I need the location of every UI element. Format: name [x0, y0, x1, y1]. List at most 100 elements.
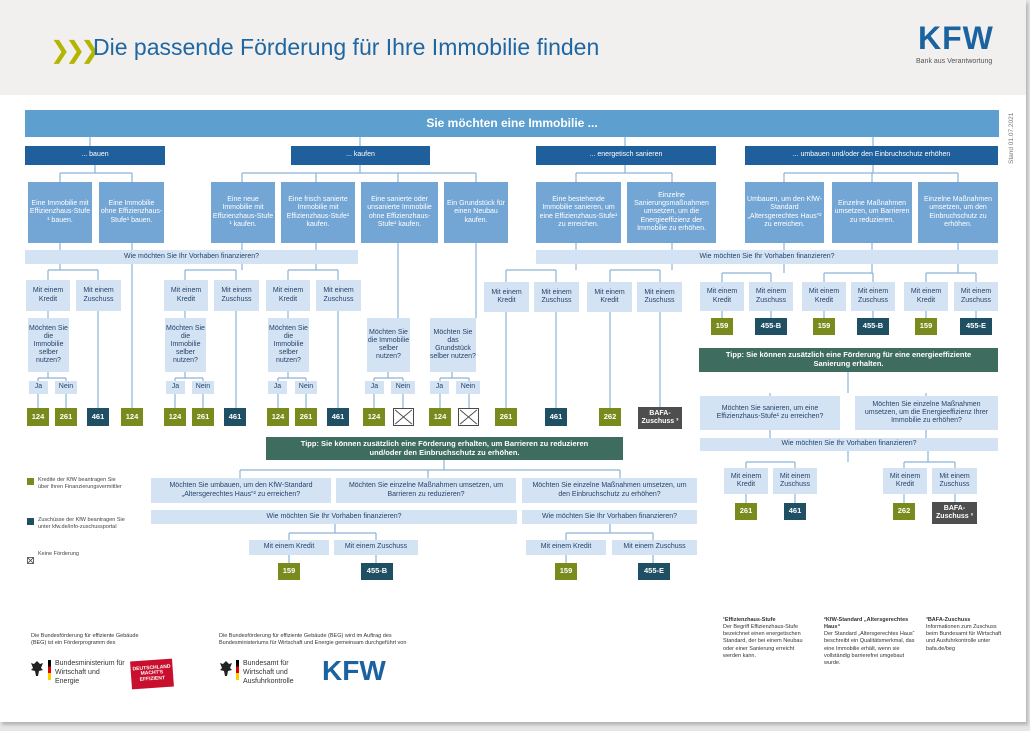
question-barrieren[interactable]: Möchten Sie einzelne Maßnahmen umsetzen,…	[336, 478, 516, 503]
option-umbauen-einbruch[interactable]: Einzelne Maßnahmen umsetzen, um den Einb…	[918, 182, 998, 243]
dme-badge: DEUTSCHLAND MACHT'S EFFIZIENT	[130, 658, 174, 690]
kredit-choice[interactable]: Mit einem Kredit	[904, 282, 948, 311]
code-kredit: 261	[295, 408, 317, 426]
legend-keine: Keine Förderung	[38, 551, 79, 557]
code-zuschuss: 455-B	[755, 318, 787, 335]
zuschuss-choice[interactable]: Mit einem Zuschuss	[612, 540, 697, 555]
option-sanieren-eh[interactable]: Eine bestehende Immobilie sanieren, um e…	[536, 182, 621, 243]
zuschuss-choice[interactable]: Mit einem Zuschuss	[76, 280, 121, 311]
option-bauen-ohne-eh[interactable]: Eine Immobilie ohne Effizienzhaus-Stufe¹…	[99, 182, 164, 243]
nein-choice[interactable]: Nein	[55, 381, 77, 394]
kredit-choice[interactable]: Mit einem Kredit	[700, 282, 744, 311]
footnote-3-title: ³BAFA-Zuschuss	[926, 617, 971, 623]
ja-choice[interactable]: Ja	[430, 381, 449, 394]
zuschuss-choice[interactable]: Mit einem Zuschuss	[851, 282, 895, 311]
category-umbauen[interactable]: ... umbauen und/oder den Einbruchschutz …	[745, 146, 998, 165]
option-kaufen-ohne-eh[interactable]: Eine sanierte oder unsanierte Immobilie …	[361, 182, 438, 243]
zuschuss-choice[interactable]: Mit einem Zuschuss	[334, 540, 418, 555]
code-kredit: 159	[278, 563, 300, 580]
zuschuss-choice[interactable]: Mit einem Zuschuss	[749, 282, 793, 311]
kredit-choice[interactable]: Mit einem Kredit	[484, 282, 529, 312]
category-sanieren[interactable]: ... energetisch sanieren	[536, 146, 716, 165]
code-kredit: 159	[711, 318, 733, 335]
code-bafa: BAFA-Zuschuss ³	[932, 502, 977, 524]
tip-barrier: Tipp: Sie können zusätzlich eine Förderu…	[266, 437, 623, 460]
nein-choice[interactable]: Nein	[391, 381, 415, 394]
finance-question-lower-right: Wie möchten Sie Ihr Vorhaben finanzieren…	[700, 438, 998, 451]
zuschuss-choice[interactable]: Mit einem Zuschuss	[637, 282, 682, 312]
question-energie[interactable]: Möchten Sie einzelne Maßnahmen umsetzen,…	[855, 396, 998, 430]
kredit-choice[interactable]: Mit einem Kredit	[164, 280, 208, 311]
footnote-2-text: Der Standard „Altersgerechtes Haus“ besc…	[824, 631, 915, 666]
page-title: Die passende Förderung für Ihre Immobili…	[93, 34, 600, 60]
code-zuschuss: 461	[327, 408, 349, 426]
legend-zuschuesse: Zuschüsse der KfW beantragen Sie unter k…	[38, 517, 125, 531]
option-umbauen-standard[interactable]: Umbauen, um den KfW-Standard „Altersgere…	[745, 182, 824, 243]
code-zuschuss: 461	[224, 408, 246, 426]
eagle-icon	[219, 660, 233, 677]
option-kaufen-saniert[interactable]: Eine frisch sanierte Immobilie mit Effiz…	[281, 182, 355, 243]
code-bafa: BAFA-Zuschuss ³	[638, 407, 682, 429]
zuschuss-choice[interactable]: Mit einem Zuschuss	[773, 468, 817, 494]
grundstueck-nutzen-question: Möchten Sie das Grundstück selber nutzen…	[430, 318, 476, 372]
code-zuschuss: 461	[545, 408, 567, 426]
code-zuschuss: 455-E	[638, 563, 670, 580]
bafa-org-name: Bundesamt für Wirtschaft und Ausfuhrkont…	[243, 660, 294, 686]
selbst-nutzen-question: Möchten Sie die Immobilie selber nutzen?	[28, 318, 69, 372]
code-kredit: 261	[735, 503, 757, 520]
kredit-choice[interactable]: Mit einem Kredit	[802, 282, 846, 311]
zuschuss-choice[interactable]: Mit einem Zuschuss	[534, 282, 579, 312]
kredit-choice[interactable]: Mit einem Kredit	[266, 280, 310, 311]
no-funding-icon	[393, 408, 414, 426]
ja-choice[interactable]: Ja	[29, 381, 48, 394]
zuschuss-choice[interactable]: Mit einem Zuschuss	[316, 280, 361, 311]
question-einbruch[interactable]: Möchten Sie einzelne Maßnahmen umsetzen,…	[522, 478, 697, 503]
kredit-choice[interactable]: Mit einem Kredit	[249, 540, 329, 555]
header: ❯❯❯ Die passende Förderung für Ihre Immo…	[0, 0, 1026, 95]
code-kredit: 261	[495, 408, 517, 426]
tip-energy: Tipp: Sie können zusätzlich eine Förderu…	[699, 348, 998, 372]
zuschuss-choice[interactable]: Mit einem Zuschuss	[214, 280, 259, 311]
ja-choice[interactable]: Ja	[365, 381, 384, 394]
code-kredit: 159	[813, 318, 835, 335]
kredit-choice[interactable]: Mit einem Kredit	[724, 468, 768, 494]
code-zuschuss: 461	[87, 408, 109, 426]
beg-mid-text: Die Bundesförderung für effiziente Gebäu…	[219, 633, 407, 647]
option-bauen-mit-eh[interactable]: Eine Immobilie mit Effizienzhaus-Stufe ¹…	[28, 182, 92, 243]
nein-choice[interactable]: Nein	[456, 381, 480, 394]
zuschuss-choice[interactable]: Mit einem Zuschuss	[932, 468, 977, 494]
code-kredit: 159	[915, 318, 937, 335]
code-kredit: 124	[121, 408, 143, 426]
footnote-3-text: Informationen zum Zuschuss beim Bundesam…	[926, 624, 1002, 652]
logo-tagline: Bank aus Verantwortung	[916, 58, 993, 65]
eagle-icon	[30, 660, 44, 677]
ja-choice[interactable]: Ja	[268, 381, 287, 394]
category-kaufen[interactable]: ... kaufen	[291, 146, 430, 165]
option-sanieren-einzeln[interactable]: Einzelne Sanierungsmaßnahmen umsetzen, u…	[627, 182, 716, 243]
selbst-nutzen-question: Möchten Sie die Immobilie selber nutzen?	[165, 318, 206, 372]
nein-choice[interactable]: Nein	[192, 381, 214, 394]
kredit-choice[interactable]: Mit einem Kredit	[26, 280, 70, 311]
kredit-choice[interactable]: Mit einem Kredit	[526, 540, 606, 555]
kfw-footer-logo: KFW	[322, 655, 386, 686]
question-sanieren-eh[interactable]: Möchten Sie sanieren, um eine Effizienzh…	[700, 396, 840, 430]
code-kredit: 124	[363, 408, 385, 426]
flag-stripe	[48, 660, 51, 680]
code-kredit: 262	[599, 408, 621, 426]
option-kaufen-neu[interactable]: Eine neue Immobilie mit Effizienzhaus-St…	[211, 182, 275, 243]
ja-choice[interactable]: Ja	[166, 381, 185, 394]
zuschuss-choice[interactable]: Mit einem Zuschuss	[954, 282, 998, 311]
code-kredit: 261	[192, 408, 214, 426]
footnote-1-title: ¹Effizienzhaus-Stufe	[723, 617, 776, 623]
nein-choice[interactable]: Nein	[295, 381, 317, 394]
kredit-choice[interactable]: Mit einem Kredit	[587, 282, 632, 312]
finance-question-right: Wie möchten Sie Ihr Vorhaben finanzieren…	[536, 250, 998, 264]
category-bauen[interactable]: ... bauen	[25, 146, 165, 165]
selbst-nutzen-question: Möchten Sie die Immobilie selber nutzen?	[367, 318, 410, 372]
option-umbauen-barrieren[interactable]: Einzelne Maßnahmen umsetzen, um Barriere…	[832, 182, 912, 243]
option-kaufen-grundstueck[interactable]: Ein Grundstück für einen Neubau kaufen.	[444, 182, 508, 243]
kredit-choice[interactable]: Mit einem Kredit	[883, 468, 927, 494]
kfw-logo: KFW	[918, 20, 994, 56]
question-umbau-standard[interactable]: Möchten Sie umbauen, um den KfW-Standard…	[151, 478, 331, 503]
